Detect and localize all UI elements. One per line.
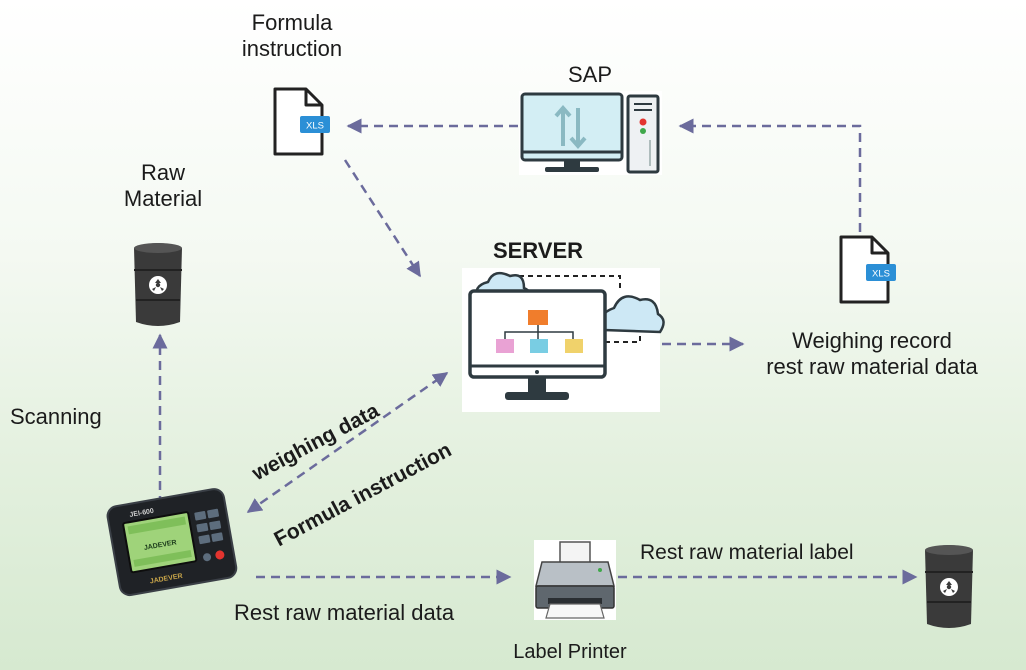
weighing-terminal-icon: JEI-600 JADEVER JADEVER <box>106 488 238 597</box>
xls-file-icon: XLS <box>839 235 896 304</box>
raw-material-line-1: Raw <box>140 160 185 185</box>
weighing-record-line-1: Weighing record <box>792 328 952 353</box>
raw-material-drum-icon <box>925 545 973 628</box>
device-model-text: JEI-600 <box>129 508 154 519</box>
xls-file-icon: XLS <box>273 87 330 156</box>
weighing-record-label: Weighing record rest raw material data <box>734 328 1010 381</box>
rest-raw-material-label-label: Rest raw material label <box>640 541 854 564</box>
arrow-record-to-sap <box>678 118 862 232</box>
arrows <box>152 118 918 585</box>
xls-badge-text: XLS <box>872 269 890 280</box>
formula-instruction-line-2: instruction <box>241 36 343 62</box>
server-monitor-icon <box>462 268 665 412</box>
raw-material-label: Raw Material <box>118 160 208 213</box>
label-printer-icon <box>534 540 616 620</box>
raw-material-drum-icon <box>134 243 182 326</box>
arrow-terminal-server <box>246 371 449 514</box>
server-label: SERVER <box>492 238 584 263</box>
scanning-label: Scanning <box>10 404 102 429</box>
raw-material-line-2: Material <box>123 186 203 212</box>
rest-raw-material-data-label: Rest raw material data <box>234 600 455 625</box>
sap-computer-icon <box>519 91 662 175</box>
formula-instruction-label: Formula instruction <box>228 10 356 63</box>
arrow-formula-to-server <box>343 159 422 278</box>
weighing-record-line-2: rest raw material data <box>766 354 978 380</box>
formula-instruction-line-1: Formula <box>251 10 333 35</box>
xls-badge-text: XLS <box>306 121 324 132</box>
sap-label: SAP <box>567 62 613 87</box>
label-printer-label: Label Printer <box>513 641 627 663</box>
